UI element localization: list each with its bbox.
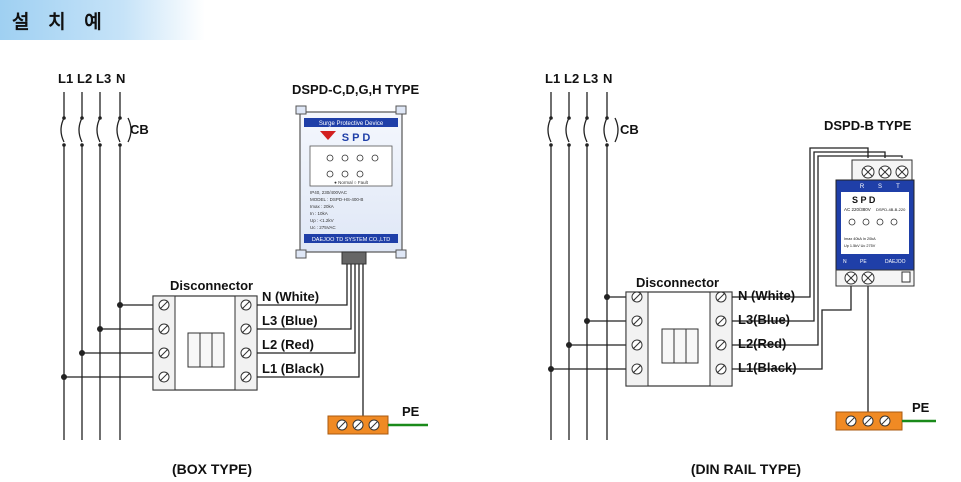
left-cb-label: CB xyxy=(130,122,149,137)
left-spd-spec: MODEL : DSPD-HS-400-B xyxy=(310,197,363,202)
left-diagram: L1 L2 L3 N CB Disconnect xyxy=(58,71,428,477)
left-spd-status: ● Normal ○ Fault xyxy=(334,180,368,185)
right-caption: (DIN RAIL TYPE) xyxy=(691,461,801,477)
left-wire-label-l1: L1 (Black) xyxy=(262,361,324,376)
right-spd-bottom-brand: DAEJOO xyxy=(885,259,906,265)
right-spd-device: R S T S P D AC 220/380V DSPD-4B-B-220 Im… xyxy=(835,159,915,287)
right-diagram: L1 L2 L3 N CB Disconnector xyxy=(545,71,936,477)
right-spd-spec: Imax 40kA In 20kA xyxy=(844,237,876,241)
left-caption: (BOX TYPE) xyxy=(172,461,252,477)
header-banner: 설 치 예 xyxy=(0,0,205,40)
left-pe-label: PE xyxy=(402,404,420,419)
left-bus-lines xyxy=(60,92,132,440)
left-wire-label-l3: L3 (Blue) xyxy=(262,313,318,328)
right-spd-spec: Up 1.5kV Uc 275V xyxy=(844,244,876,248)
left-phase-label: L1 xyxy=(58,71,73,86)
right-wire-label-n: N (White) xyxy=(738,288,795,303)
right-spd-bottom-pe: PE xyxy=(860,259,867,265)
right-spd-wires xyxy=(732,147,903,418)
left-wire-label-n: N (White) xyxy=(262,289,319,304)
right-cb-label: CB xyxy=(620,122,639,137)
right-wire-label-l3: L3(Blue) xyxy=(738,312,790,327)
page-title: 설 치 예 xyxy=(12,11,108,33)
left-phase-label: L3 xyxy=(96,71,111,86)
left-phase-label: L2 xyxy=(77,71,92,86)
left-spd-spec: Up : <1.2kV xyxy=(310,218,334,223)
right-phase-label: L3 xyxy=(583,71,598,86)
right-device-title: DSPD-B TYPE xyxy=(824,118,912,133)
right-phase-label: N xyxy=(603,71,612,86)
left-spd-device: Surge Protective Device S P D ● Normal ○… xyxy=(295,105,407,265)
left-spd-spec: IP40, 230/400VAC xyxy=(310,190,348,195)
left-spd-wires xyxy=(257,262,364,418)
right-feed-wires xyxy=(551,296,630,370)
right-spd-name: S P D xyxy=(852,195,876,205)
left-disconnector-label: Disconnector xyxy=(170,278,253,293)
left-device-title: DSPD-C,D,G,H TYPE xyxy=(292,82,419,97)
right-spd-bottom-n: N xyxy=(843,259,847,265)
left-spd-footer: DAEJOO TD SYSTEM CO.,LTD xyxy=(312,237,390,243)
right-wire-label-l1: L1(Black) xyxy=(738,360,797,375)
right-bus-lines xyxy=(547,92,619,440)
right-spd-voltage: AC 220/380V xyxy=(844,207,871,212)
right-disconnector xyxy=(625,291,733,387)
left-feed-wires xyxy=(64,304,158,378)
right-spd-terminal-s: S xyxy=(878,184,882,190)
right-spd-terminal-r: R xyxy=(860,184,865,190)
left-spd-spec: Uc : 275VAC xyxy=(310,225,336,230)
right-spd-model: DSPD-4B-B-220 xyxy=(876,207,906,212)
right-wire-label-l2: L2(Red) xyxy=(738,336,786,351)
right-disconnector-label: Disconnector xyxy=(636,275,719,290)
right-phase-label: L1 xyxy=(545,71,560,86)
left-pe-terminal xyxy=(327,415,428,435)
right-pe-label: PE xyxy=(912,400,930,415)
right-phase-label: L2 xyxy=(564,71,579,86)
left-spd-spec: In : 10kA xyxy=(310,211,328,216)
left-phase-label: N xyxy=(116,71,125,86)
right-spd-terminal-t: T xyxy=(896,184,900,190)
right-breaker-contacts xyxy=(549,116,609,147)
left-breaker-contacts xyxy=(62,116,122,147)
right-pe-terminal xyxy=(835,411,936,431)
left-spd-name: S P D xyxy=(342,132,371,144)
left-disconnector xyxy=(152,295,258,391)
left-spd-banner: Surge Protective Device xyxy=(319,121,384,127)
left-wire-label-l2: L2 (Red) xyxy=(262,337,314,352)
left-tap-dots xyxy=(61,302,123,380)
right-tap-dots xyxy=(548,294,610,372)
left-spd-spec: Imax : 20kA xyxy=(310,204,334,209)
